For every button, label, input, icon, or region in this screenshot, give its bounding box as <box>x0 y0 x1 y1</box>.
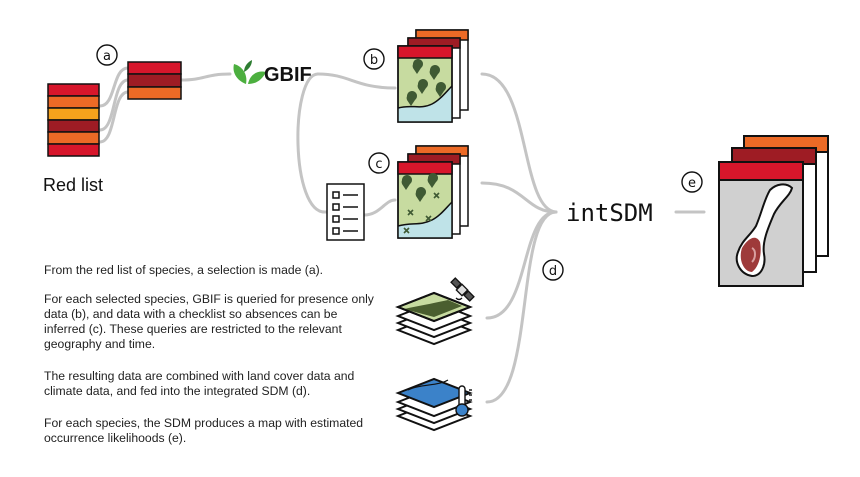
presence-point <box>406 90 417 106</box>
output-likelihood-high <box>740 237 761 272</box>
marker-b-label: b <box>370 53 378 68</box>
description-paragraph-1: From the red list of species, a selectio… <box>44 263 324 277</box>
connector-redlist-selection-2 <box>98 78 130 132</box>
marker-d-label: d <box>549 264 557 279</box>
marker-c: c <box>368 152 390 174</box>
connector-lines <box>98 66 706 404</box>
absence-point <box>403 227 410 234</box>
land-cover-icon <box>395 291 473 346</box>
connector-selection-gbif <box>179 72 232 82</box>
presence-point <box>435 81 446 97</box>
marker-a: a <box>96 44 118 66</box>
absence-points <box>403 192 440 234</box>
intsdm-label: intSDM <box>566 199 653 227</box>
presence-absence-points <box>401 173 440 234</box>
connector-climate-intsdm <box>485 210 558 404</box>
marker-b: b <box>363 48 385 70</box>
marker-e: e <box>681 171 703 193</box>
marker-d: d <box>542 259 564 281</box>
thermometer-icon <box>455 385 472 417</box>
gbif-leaf-icon <box>233 60 266 84</box>
absence-point <box>433 192 440 199</box>
gbif-label: GBIF <box>264 64 312 86</box>
output-map-stack <box>718 135 829 287</box>
satellite-icon <box>450 277 475 302</box>
description-paragraph-2: For each selected species, GBIF is queri… <box>44 292 374 351</box>
absence-point <box>407 209 414 216</box>
presence-point <box>412 59 423 74</box>
species-selection-icon <box>127 61 182 100</box>
description-paragraph-3: The resulting data are combined with lan… <box>44 369 355 398</box>
climate-icon <box>395 377 473 432</box>
presence-point <box>429 64 440 80</box>
absence-map-stack <box>397 145 469 239</box>
red-list-icon <box>47 83 100 157</box>
marker-c-label: c <box>375 157 382 172</box>
presence-point <box>415 187 426 202</box>
connector-checklist-map <box>362 198 397 217</box>
absence-point <box>425 215 432 222</box>
presence-point <box>401 175 412 190</box>
presence-point <box>427 173 438 188</box>
red-list-label: Red list <box>43 175 103 195</box>
connector-gbif-presence <box>316 72 397 90</box>
presence-point <box>417 79 428 94</box>
connector-redlist-selection-1 <box>98 66 130 108</box>
presence-map-stack <box>397 29 469 123</box>
connector-absence-intsdm <box>480 181 558 214</box>
marker-a-label: a <box>103 49 111 64</box>
connector-gbif-checklist <box>296 72 328 214</box>
connector-redlist-selection-3 <box>98 90 130 144</box>
marker-e-label: e <box>688 176 696 191</box>
connector-presence-intsdm <box>480 72 558 214</box>
checklist-icon <box>326 183 365 241</box>
presence-points <box>406 59 446 106</box>
description-paragraph-4: For each species, the SDM produces a map… <box>44 416 364 445</box>
gbif-logo: GBIF <box>233 60 312 86</box>
